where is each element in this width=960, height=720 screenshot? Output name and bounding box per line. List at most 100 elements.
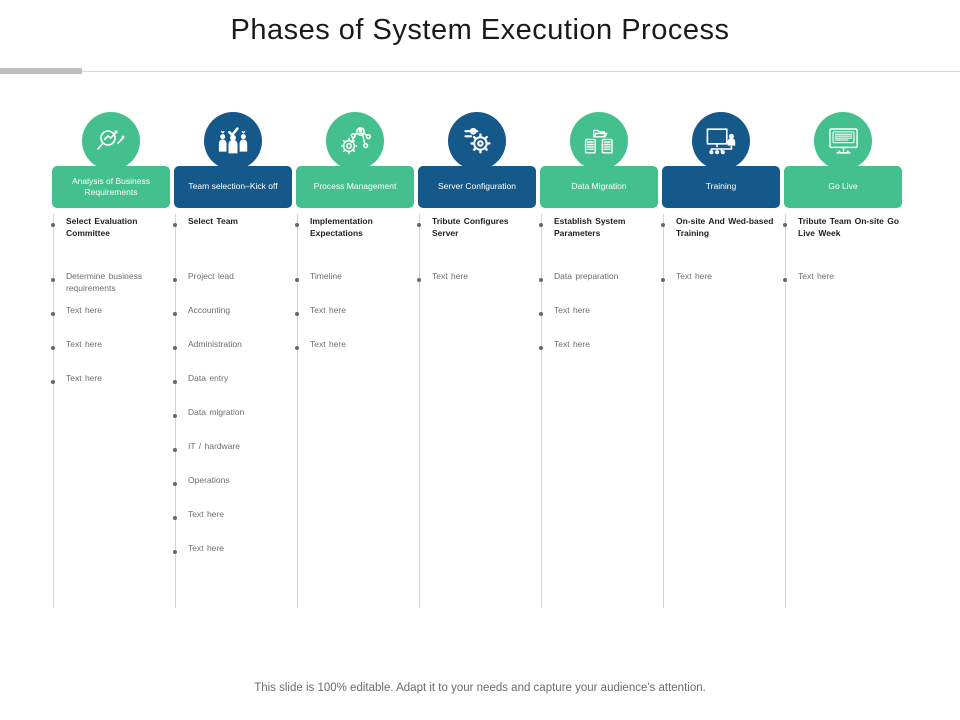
list-item-label: Text here — [432, 271, 468, 281]
list-item-label: Text here — [66, 373, 102, 383]
magnifier-chart-icon — [82, 112, 140, 170]
bullet-icon — [50, 312, 55, 316]
list-item[interactable]: Text here — [538, 305, 658, 317]
list-item-label: Text here — [66, 339, 102, 349]
list-item-label: Establish System Parameters — [554, 216, 626, 238]
list-item[interactable]: Data migration — [172, 407, 292, 419]
list-item[interactable]: Project lead — [172, 271, 292, 283]
list-item[interactable]: Establish System Parameters — [538, 216, 658, 239]
bullet-icon — [538, 346, 543, 350]
bullet-icon — [50, 380, 55, 384]
list-item[interactable]: Text here — [50, 373, 170, 385]
list-item-label: Data entry — [188, 373, 229, 383]
bullet-icon — [172, 550, 177, 554]
phase-timeline-rail — [53, 214, 54, 608]
list-item[interactable]: Tribute Team On-site Go Live Week — [782, 216, 902, 239]
list-item[interactable]: Implementation Expectations — [294, 216, 414, 239]
list-item[interactable]: Operations — [172, 475, 292, 487]
bullet-icon — [660, 223, 665, 227]
list-item-label: Text here — [310, 305, 346, 315]
list-item[interactable]: On-site And Wed-based Training — [660, 216, 780, 239]
list-item-label: Text here — [66, 305, 102, 315]
phase-header-7[interactable]: Go Live — [784, 166, 902, 208]
list-item[interactable]: Text here — [172, 509, 292, 521]
phase-header-6[interactable]: Training — [662, 166, 780, 208]
list-item-label: Tribute Team On-site Go Live Week — [798, 216, 900, 238]
phase-header-5[interactable]: Data Migration — [540, 166, 658, 208]
list-item-label: Accounting — [188, 305, 231, 315]
list-item[interactable]: Timeline — [294, 271, 414, 283]
list-item[interactable]: Accounting — [172, 305, 292, 317]
list-item[interactable]: Text here — [50, 339, 170, 351]
list-item[interactable]: Text here — [782, 271, 902, 283]
list-item[interactable]: Text here — [172, 543, 292, 555]
list-item[interactable]: Text here — [416, 271, 536, 283]
list-item[interactable]: Select Evaluation Committee — [50, 216, 170, 239]
list-item-label: IT / hardware — [188, 441, 240, 451]
list-item-label: Text here — [310, 339, 346, 349]
bullet-icon — [416, 223, 421, 227]
title-accent-bar — [0, 68, 82, 74]
bullet-icon — [172, 516, 177, 520]
phase-header-3[interactable]: Process Management — [296, 166, 414, 208]
phase-header-label: Go Live — [828, 181, 858, 192]
list-item-label: Operations — [188, 475, 230, 485]
phase-header-label: Analysis of Business Requirements — [72, 175, 150, 198]
bullet-icon — [782, 278, 787, 282]
list-item-label: Text here — [188, 509, 224, 519]
team-checkmark-icon — [204, 112, 262, 170]
bullet-icon — [172, 414, 177, 418]
list-item-label: Select Team — [188, 216, 238, 226]
phase-header-4[interactable]: Server Configuration — [418, 166, 536, 208]
phase-header-1[interactable]: Analysis of Business Requirements — [52, 166, 170, 208]
list-item-label: Text here — [554, 339, 590, 349]
list-item[interactable]: Administration — [172, 339, 292, 351]
bullet-icon — [172, 312, 177, 316]
bullet-icon — [538, 312, 543, 316]
bullet-icon — [172, 346, 177, 350]
list-item-label: Implementation Expectations — [310, 216, 373, 238]
list-item[interactable]: Data entry — [172, 373, 292, 385]
list-item[interactable]: Data preparation — [538, 271, 658, 283]
list-item[interactable]: Text here — [538, 339, 658, 351]
list-item-label: Tribute Configures Server — [432, 216, 509, 238]
list-item-label: Determine business requirements — [66, 271, 143, 293]
list-item-label: Project lead — [188, 271, 234, 281]
list-item-label: Select Evaluation Committee — [66, 216, 138, 238]
list-item[interactable]: IT / hardware — [172, 441, 292, 453]
page-title: Phases of System Execution Process — [230, 14, 730, 46]
bullet-icon — [172, 223, 177, 227]
gear-settings-icon — [448, 112, 506, 170]
phase-header-label: Server Configuration — [438, 181, 516, 192]
list-item[interactable]: Determine business requirements — [50, 271, 170, 294]
phase-timeline-rail — [175, 214, 176, 608]
phase-header-label: Process Management — [313, 181, 397, 192]
list-item[interactable]: Text here — [660, 271, 780, 283]
gear-network-icon — [326, 112, 384, 170]
phase-header-label: Team selection–Kick off — [188, 181, 278, 192]
phase-timeline-rail — [297, 214, 298, 608]
bullet-icon — [538, 223, 543, 227]
list-item[interactable]: Text here — [50, 305, 170, 317]
bullet-icon — [172, 278, 177, 282]
list-item-label: Administration — [188, 339, 242, 349]
bullet-icon — [294, 312, 299, 316]
list-item-label: Text here — [188, 543, 224, 553]
list-item[interactable]: Text here — [294, 305, 414, 317]
bullet-icon — [50, 278, 55, 282]
presentation-board-icon — [692, 112, 750, 170]
database-transfer-icon — [570, 112, 628, 170]
list-item[interactable]: Text here — [294, 339, 414, 351]
footer-note: This slide is 100% editable. Adapt it to… — [254, 682, 706, 694]
desktop-monitor-icon — [814, 112, 872, 170]
list-item-label: Text here — [554, 305, 590, 315]
phase-header-2[interactable]: Team selection–Kick off — [174, 166, 292, 208]
phase-header-label: Training — [705, 181, 737, 192]
bullet-icon — [50, 346, 55, 350]
bullet-icon — [782, 223, 787, 227]
list-item[interactable]: Select Team — [172, 216, 292, 228]
phase-timeline-rail — [785, 214, 786, 608]
list-item-label: Data preparation — [554, 271, 619, 281]
list-item[interactable]: Tribute Configures Server — [416, 216, 536, 239]
